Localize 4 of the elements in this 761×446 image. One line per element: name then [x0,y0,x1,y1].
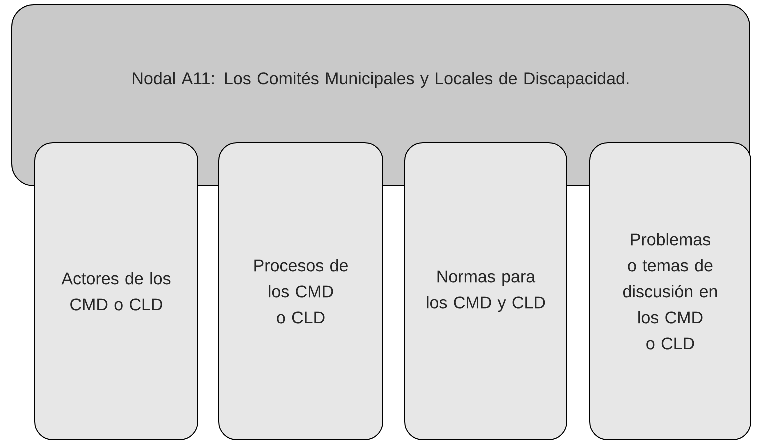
category-box: Normas para los CMD y CLD [404,142,568,440]
category-box: Problemas o temas de discusión en los CMD o CLD [590,142,752,440]
category-box: Procesos de los CMD o CLD [218,142,384,440]
category-box: Actores de los CMD o CLD [34,142,198,440]
